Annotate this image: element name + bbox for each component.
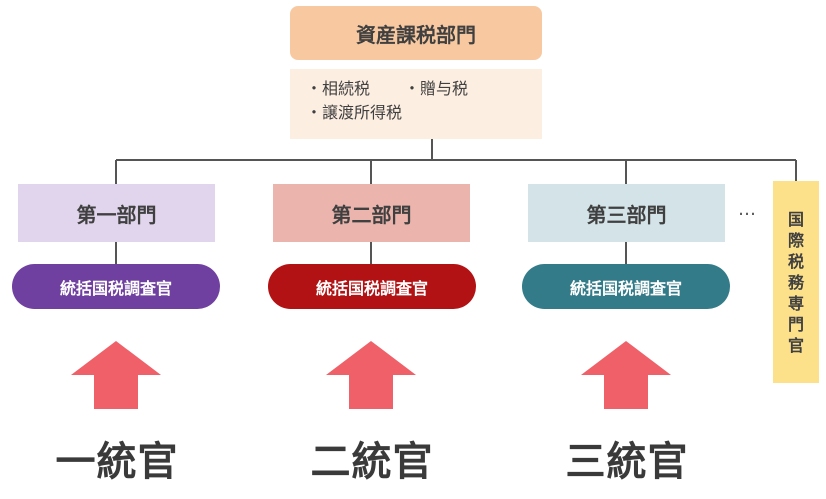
up-arrow-icon [326, 341, 416, 409]
tax-item-transfer-income: 譲渡所得税 [322, 103, 403, 122]
chief-investigator-pill-3: 統括国税調査官 [522, 264, 730, 309]
tax-bullet: ・ [306, 103, 323, 122]
more-departments-ellipsis: … [738, 198, 756, 220]
intl-char: 門 [787, 314, 804, 334]
chief-investigator-label-3: 統括国税調査官 [569, 278, 682, 298]
department-name-2: 第二部門 [331, 202, 412, 227]
department-box-3: 第三部門 [528, 184, 725, 242]
tax-types-box: ・相続税・贈与税 ・譲渡所得税 [290, 69, 542, 139]
chief-investigator-pill-1: 統括国税調査官 [12, 264, 220, 309]
department-box-1: 第一部門 [18, 184, 215, 242]
intl-char: 専 [787, 293, 804, 313]
intl-char: 務 [787, 272, 804, 292]
nickname-label-2: 二統官 [310, 439, 434, 485]
tax-bullet: ・ [404, 79, 421, 98]
tax-bullet: ・ [306, 79, 323, 98]
chief-investigator-pill-2: 統括国税調査官 [268, 264, 476, 309]
up-arrow-icon [581, 341, 671, 409]
tax-row-1: ・相続税・贈与税 [306, 77, 542, 101]
international-tax-specialist-box: 国 際 税 務 専 門 官 [773, 181, 819, 383]
tax-item-inheritance: 相続税 [322, 79, 371, 98]
up-arrow-icon [71, 341, 161, 409]
chief-investigator-label-2: 統括国税調査官 [315, 278, 428, 298]
intl-char: 際 [787, 230, 804, 250]
tax-row-2: ・譲渡所得税 [306, 101, 542, 125]
chief-investigator-label-1: 統括国税調査官 [59, 278, 172, 298]
nickname-label-1: 一統官 [55, 439, 179, 485]
nickname-label-3: 三統官 [565, 439, 689, 485]
intl-char: 国 [787, 209, 804, 229]
department-box-2: 第二部門 [273, 184, 470, 242]
intl-char: 官 [787, 335, 804, 355]
asset-tax-department-box: 資産課税部門 [290, 6, 542, 60]
intl-char: 税 [787, 251, 804, 271]
tax-item-gift: 贈与税 [420, 79, 469, 98]
department-name-1: 第一部門 [76, 202, 157, 227]
asset-tax-department-title: 資産課税部門 [356, 22, 476, 47]
department-name-3: 第三部門 [586, 202, 667, 227]
